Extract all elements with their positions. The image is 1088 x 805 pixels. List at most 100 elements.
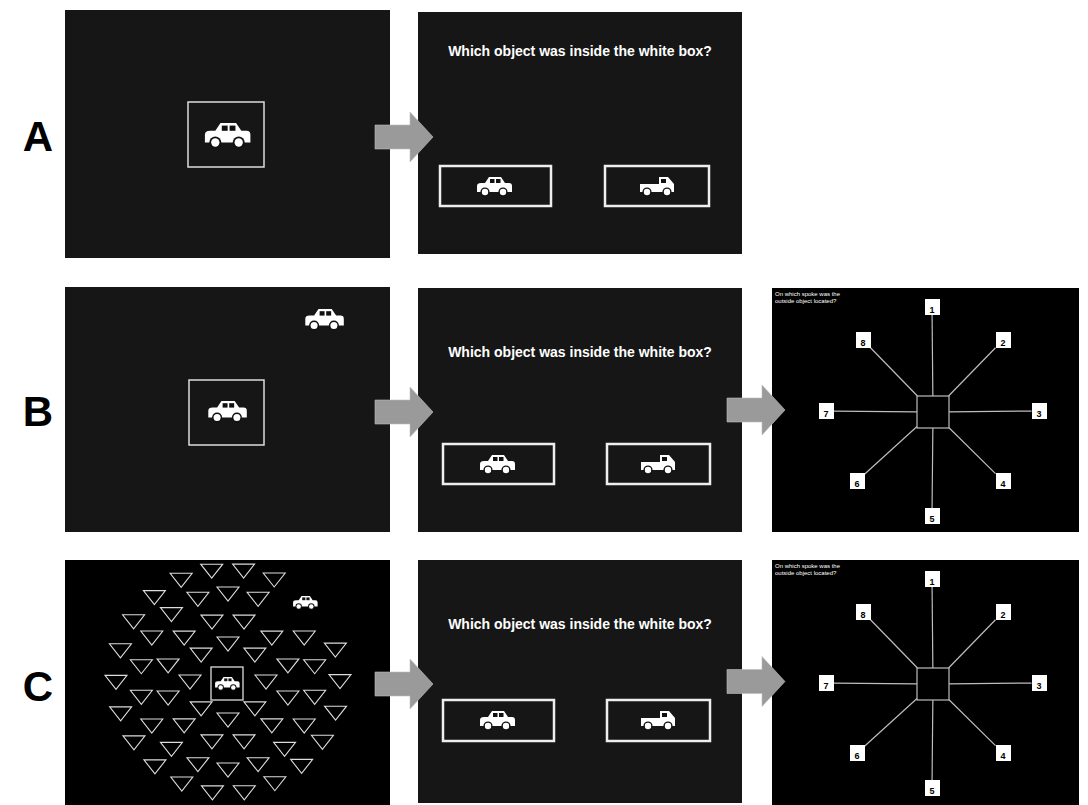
triangle-distractor [233,564,255,578]
option-box [443,444,554,484]
flow-arrow [375,659,433,709]
triangle-distractor [144,760,166,774]
spoke-number-box: 4 [996,473,1011,489]
triangle-distractor [217,587,239,601]
car-icon [205,123,251,148]
question-screen: Which object was inside the white box? [418,288,742,532]
triangle-distractor [264,777,286,791]
spoke-number-box: 2 [996,332,1011,348]
option-box [440,166,551,206]
triangle-distractor [201,564,223,578]
triangle-distractor [173,631,195,645]
panel-letter: C [8,661,68,713]
triangle-distractor [233,786,255,800]
spoke-instruction: On which spoke was the outside object lo… [775,563,847,577]
triangle-distractor [261,719,283,733]
spoke-line [834,682,918,684]
triangle-distractor [157,659,179,673]
triangle-distractor [123,736,145,750]
car-icon [477,177,512,197]
screen-ground [418,560,742,803]
spoke-number: 2 [1000,335,1005,351]
triangle-distractor [311,735,333,749]
spoke-line [865,699,918,747]
triangle-distractor [233,735,255,749]
truck-icon [641,711,675,731]
white-box [189,380,264,445]
triangle-distractor [217,763,239,777]
spoke-instruction: On which spoke was the outside object lo… [775,291,847,305]
screen-ground [418,12,742,254]
spoke-number: 5 [929,511,934,527]
triangle-distractor [247,758,269,772]
screen-ground [418,288,742,532]
spoke-line [871,348,918,396]
hub-square [917,396,949,428]
triangle-distractor [201,735,223,749]
car-icon [305,309,344,331]
spoke-line [871,620,918,668]
car-icon [215,677,240,691]
triangle-distractor [293,719,315,733]
panel-letter-holder: B [8,386,68,438]
triangle-distractor [201,615,223,629]
figure-part [834,315,1032,508]
distractor-triangles [105,564,351,800]
spoke-number: 6 [854,748,859,764]
spoke-line [949,700,996,746]
question-text: Which object was inside the white box? [448,343,712,361]
spoke-line [865,427,918,475]
car-icon [293,596,318,610]
car-icon [208,401,247,423]
panel-letter: A [8,111,68,163]
triangle-distractor [160,742,182,756]
white-box [211,667,243,700]
spoke-number-box: 6 [850,473,865,489]
question-screen: Which object was inside the white box? [418,12,742,254]
option-box [607,700,710,741]
question-screen: Which object was inside the white box? [418,560,742,803]
spoke-number-box: 5 [925,780,940,796]
triangle-distractor [293,631,315,645]
triangle-distractor [277,691,299,705]
spoke-number: 3 [1036,406,1041,422]
spoke-line [949,620,996,668]
triangle-distractor [217,637,239,651]
spoke-line [949,410,1032,412]
spoke-number: 1 [929,302,934,318]
flow-arrow [727,385,785,435]
spoke-number-box: 3 [1032,675,1047,691]
spoke-number: 6 [854,476,859,492]
spoke-number: 4 [1000,476,1005,492]
screen-ground [65,10,390,258]
spoke-line [931,428,933,508]
triangle-distractor [304,690,326,704]
spoke-number-box: 7 [819,403,834,419]
screen-ground [772,288,1079,532]
spoke-number-box: 8 [856,604,871,620]
spoke-number-box: 3 [1032,403,1047,419]
triangle-distractor [109,644,131,658]
spoke-line [834,410,918,412]
spoke-screen: On which spoke was the outside object lo… [772,560,1079,805]
triangle-distractor [190,648,212,662]
spoke-line [949,682,1032,684]
figure-part [834,587,1032,780]
spoke-number-box: 2 [996,604,1011,620]
panel-letter: B [8,386,68,438]
triangle-distractor [217,713,239,727]
triangle-distractor [325,706,347,720]
triangle-distractor [233,615,255,629]
triangle-distractor [201,786,223,800]
question-text: Which object was inside the white box? [448,42,712,60]
triangle-distractor [130,660,152,674]
triangle-distractor [190,702,212,716]
screen-ground [65,287,390,532]
triangle-distractor [304,660,326,674]
triangle-distractor [170,573,192,587]
triangle-distractor [187,592,209,606]
spoke-number-box: 7 [819,675,834,691]
triangle-distractor [291,759,313,773]
spoke-lines [834,315,1032,780]
